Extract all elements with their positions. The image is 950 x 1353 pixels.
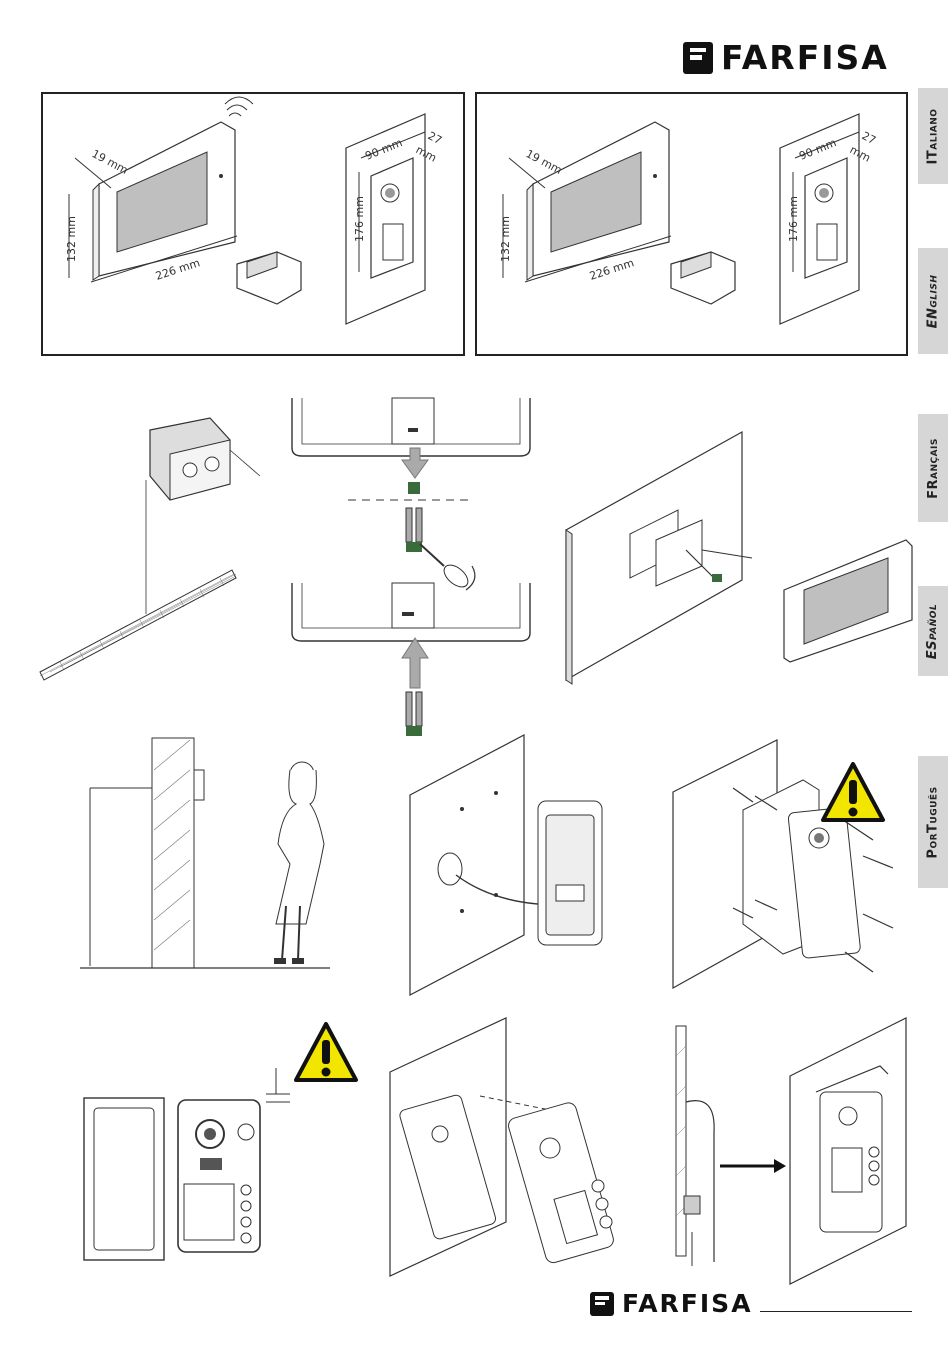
tab-portugues[interactable]: PorTuguês xyxy=(918,756,948,888)
dimension-labels-right: 19 mm 132 mm 226 mm 90 mm 27 mm 176 mm xyxy=(475,92,908,356)
tab-francais[interactable]: FRançais xyxy=(918,414,948,522)
door-panel-wiring-illustration xyxy=(410,735,610,995)
tab-francais-label: FRançais xyxy=(926,438,941,499)
tab-espanol-label: ESpañol xyxy=(926,603,941,658)
tab-english-label: ENglish xyxy=(926,274,941,328)
width-label-right: 226 mm xyxy=(588,256,636,283)
tab-english[interactable]: ENglish xyxy=(918,248,948,354)
panel-depth-unit-label-right: mm xyxy=(848,143,873,165)
panel-height-label: 176 mm xyxy=(353,196,366,242)
depth-label-right: 19 mm xyxy=(524,147,564,177)
footer-logo: FARFISA xyxy=(590,1289,753,1318)
panel-depth-label: 27 xyxy=(426,129,444,147)
panel-width-label: 90 mm xyxy=(363,136,404,163)
footer-brand-name: FARFISA xyxy=(622,1289,753,1318)
tab-espanol[interactable]: ESpañol xyxy=(918,586,948,676)
panel-height-label-right: 176 mm xyxy=(787,196,800,242)
warning-icon xyxy=(819,760,887,824)
height-label-right: 132 mm xyxy=(499,216,512,262)
panel-width-label-right: 90 mm xyxy=(797,136,838,163)
warning-icon xyxy=(292,1020,360,1084)
final-installation-illustration xyxy=(668,1016,913,1286)
installation-height-illustration xyxy=(80,730,330,990)
connector-steps-illustration xyxy=(288,398,533,743)
footer-rule xyxy=(760,1311,912,1312)
dimension-labels-left: 19 mm 132 mm 226 mm 90 mm 27 mm 176 mm xyxy=(41,92,465,356)
depth-label: 19 mm xyxy=(90,147,130,177)
hood-mounting-illustration xyxy=(390,1018,640,1278)
wall-mount-monitor-illustration xyxy=(566,430,916,690)
tab-italiano[interactable]: ITaliano xyxy=(918,88,948,184)
arrow-icon xyxy=(402,448,428,478)
farfisa-logo-icon xyxy=(590,1292,614,1316)
frame-and-panel-illustration xyxy=(80,1064,290,1264)
width-label: 226 mm xyxy=(154,256,202,283)
header-brand-name: FARFISA xyxy=(721,38,889,77)
flush-box-illustration xyxy=(40,410,270,690)
panel-depth-unit-label: mm xyxy=(414,143,439,165)
tab-italiano-label: ITaliano xyxy=(926,108,941,164)
farfisa-logo-icon xyxy=(683,42,713,74)
tab-portugues-label: PorTuguês xyxy=(926,786,941,858)
header-logo: FARFISA xyxy=(683,38,889,77)
height-label: 132 mm xyxy=(65,216,78,262)
panel-depth-label-right: 27 xyxy=(860,129,878,147)
